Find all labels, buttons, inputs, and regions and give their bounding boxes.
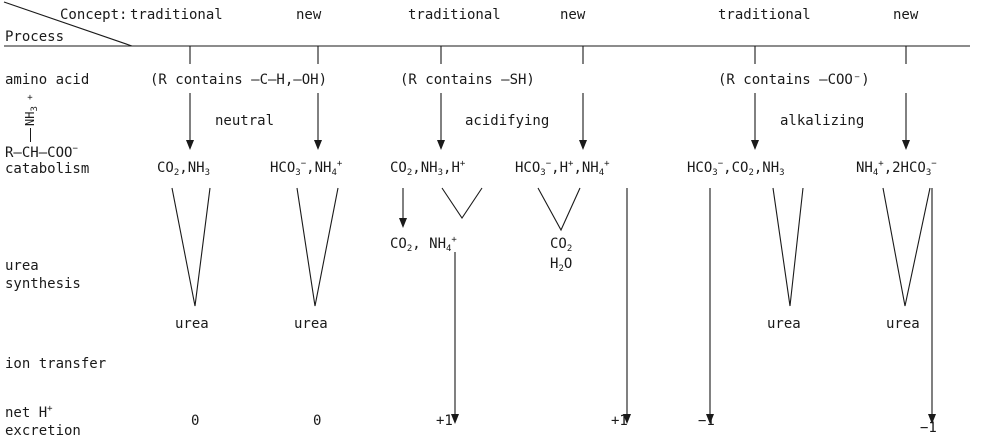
- row-label-catabolism: catabolism: [5, 161, 90, 177]
- arrows-to-catabolism: [186, 93, 910, 150]
- condition-alkalizing: (R contains –COO⁻): [718, 72, 870, 88]
- arrow-co2-small: [399, 188, 407, 228]
- row-label-amino-acid: amino acid: [5, 72, 90, 88]
- urea-col1: urea: [175, 316, 209, 332]
- urea-col5: urea: [767, 316, 801, 332]
- net-value-6: −1: [920, 420, 937, 436]
- intermediate-co2-nh4: CO2, NH4+: [390, 235, 457, 254]
- column-header-3: traditional: [408, 7, 501, 23]
- header-diagonal: [3, 1, 133, 47]
- column-header-1: traditional: [130, 7, 223, 23]
- catabolism-col2: HCO3−,NH4+: [270, 159, 343, 178]
- net-value-1: 0: [191, 413, 200, 429]
- type-neutral: neutral: [215, 113, 275, 129]
- column-header-4: new: [560, 7, 586, 23]
- column-header-6: new: [893, 7, 919, 23]
- urea-col2: urea: [294, 316, 328, 332]
- row-label-urea: urea: [5, 258, 39, 274]
- column-header-2: new: [296, 7, 322, 23]
- concept-label: Concept:: [60, 7, 128, 23]
- type-alkalizing: alkalizing: [780, 113, 865, 129]
- catabolism-col6: NH4+,2HCO3−: [856, 159, 937, 178]
- catabolism-col3: CO2,NH3,H+: [390, 159, 466, 178]
- net-value-4: +1: [611, 413, 628, 429]
- net-value-5: −1: [698, 413, 715, 429]
- row-label-ion-transfer: ion transfer: [5, 356, 107, 372]
- urea-col6: urea: [886, 316, 920, 332]
- row-label-net: net H+: [5, 404, 53, 422]
- row-label-formula: R–CH–COO−: [5, 144, 78, 162]
- arrows-to-excretion: [451, 188, 936, 424]
- catabolism-col5: HCO3−,CO2,NH3: [687, 159, 785, 178]
- catabolism-col1: CO2,NH3: [157, 160, 210, 178]
- urea-v-shapes: [171, 187, 931, 307]
- net-value-3: +1: [436, 413, 453, 429]
- process-label: Process: [5, 29, 65, 45]
- amino-group-formula: + NH3: [19, 92, 41, 142]
- condition-acidifying: (R contains –SH): [400, 72, 535, 88]
- net-value-2: 0: [313, 413, 322, 429]
- intermediate-h2o: H2O: [550, 256, 573, 274]
- intermediate-co2: CO2: [550, 236, 573, 254]
- row-label-synthesis: synthesis: [5, 276, 81, 292]
- type-acidifying: acidifying: [465, 113, 550, 129]
- catabolism-col4: HCO3−,H+,NH4+: [515, 159, 610, 178]
- condition-neutral: (R contains –C–H,–OH): [150, 72, 328, 88]
- column-header-5: traditional: [718, 7, 811, 23]
- row-label-excretion: excretion: [5, 423, 81, 439]
